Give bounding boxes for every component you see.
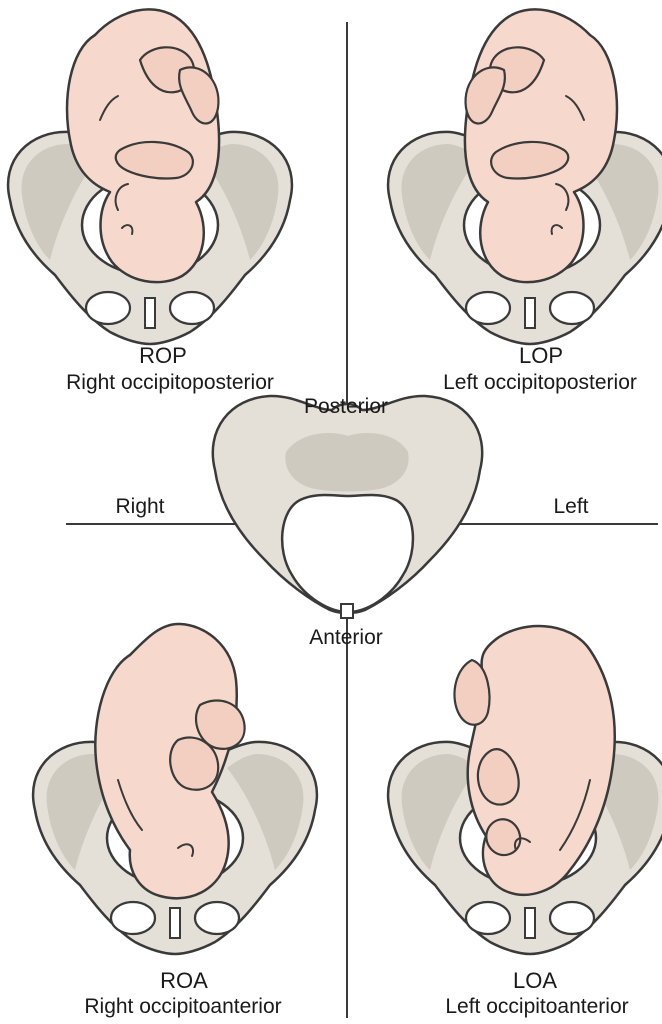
loa-code-label: LOA bbox=[513, 968, 557, 993]
axis-posterior-label: Posterior bbox=[304, 395, 388, 418]
axis-anterior-label: Anterior bbox=[309, 626, 383, 649]
loa-name-label: Left occipitoanterior bbox=[445, 995, 628, 1018]
rop-illustration bbox=[8, 9, 292, 344]
axis-right-label: Right bbox=[115, 495, 164, 518]
roa-code-label: ROA bbox=[160, 968, 208, 993]
rop-code-label: ROP bbox=[139, 343, 187, 368]
center-pelvis-illustration bbox=[213, 396, 482, 618]
rop-name-label: Right occipitoposterior bbox=[66, 371, 274, 394]
roa-name-label: Right occipitoanterior bbox=[84, 995, 281, 1018]
roa-illustration bbox=[33, 624, 317, 954]
lop-name-label: Left occipitoposterior bbox=[443, 371, 637, 394]
axis-left-label: Left bbox=[553, 495, 588, 518]
lop-illustration bbox=[388, 9, 662, 344]
loa-illustration bbox=[388, 626, 662, 954]
lop-code-label: LOP bbox=[519, 343, 563, 368]
